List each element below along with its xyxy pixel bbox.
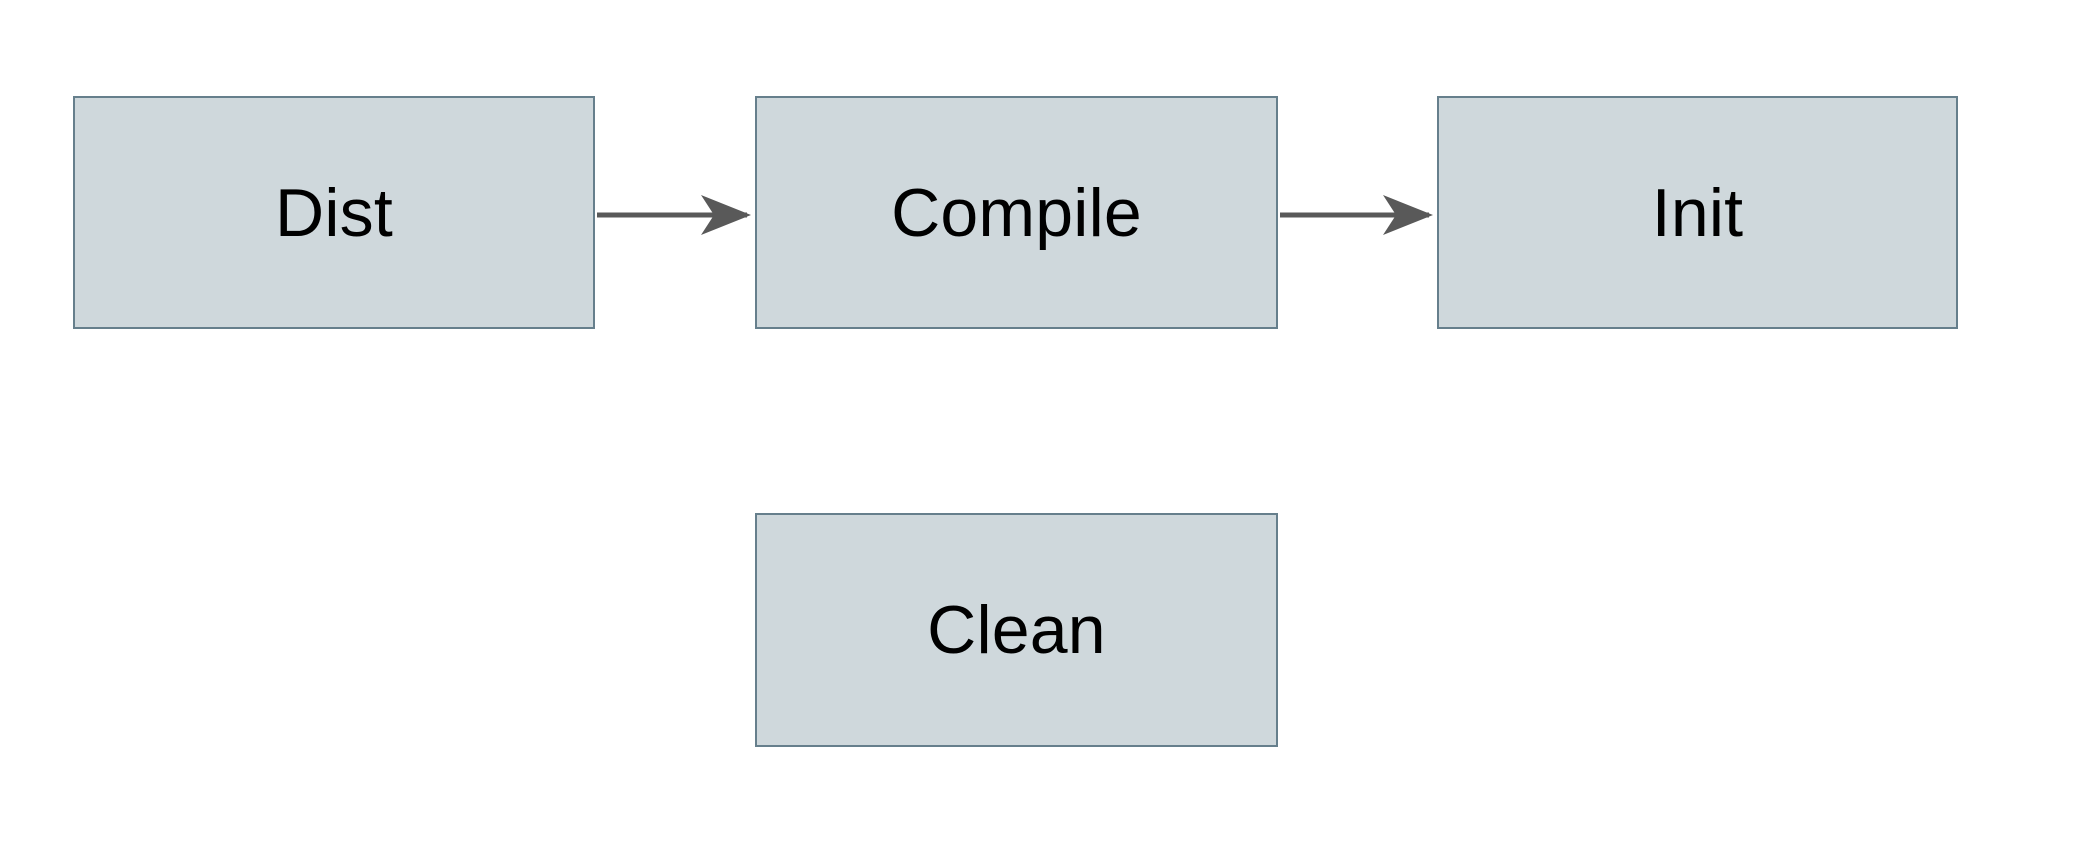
node-compile-label: Compile (891, 174, 1142, 251)
node-dist[interactable]: Dist (73, 96, 595, 329)
node-clean[interactable]: Clean (755, 513, 1278, 747)
node-compile[interactable]: Compile (755, 96, 1278, 329)
node-clean-label: Clean (927, 592, 1106, 668)
node-dist-label: Dist (275, 174, 393, 251)
node-init-label: Init (1651, 174, 1744, 251)
node-init[interactable]: Init (1437, 96, 1958, 329)
